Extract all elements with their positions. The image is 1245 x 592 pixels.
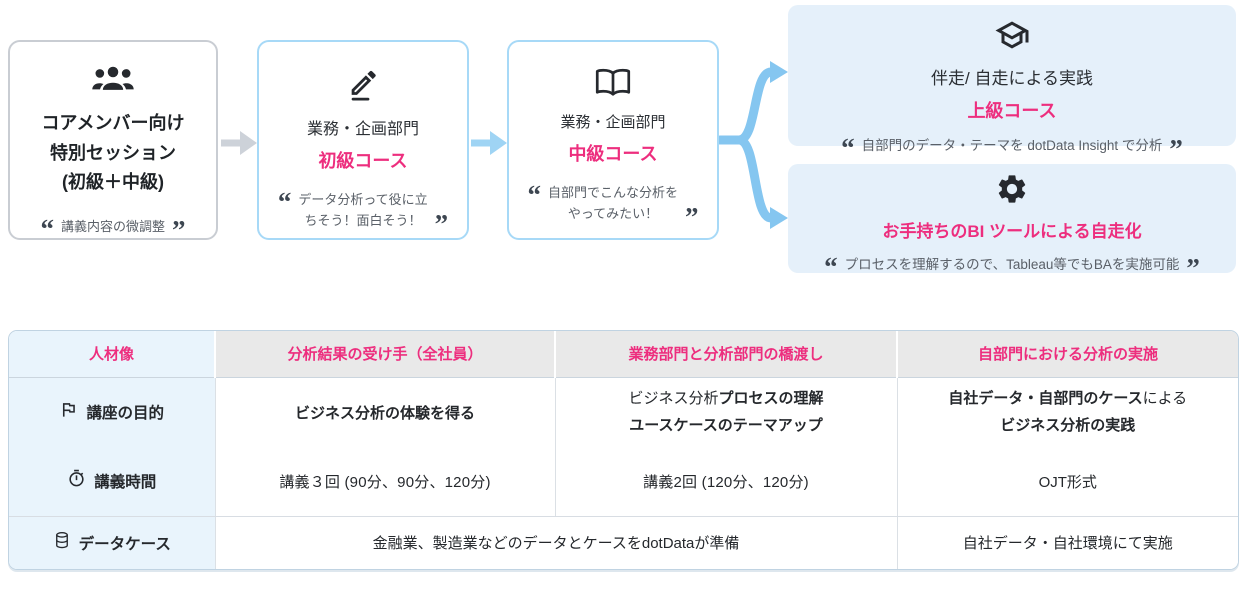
bi-tool-quote: “ プロセスを理解するので、Tableau等でもBAを実施可能 ”: [824, 252, 1200, 284]
cell-receiver-goal: ビジネス分析の体験を得る: [214, 377, 555, 447]
intermediate-course-box: 業務・企画部門 中級コース “ 自部門でこんな分析を やってみたい！ ”: [507, 40, 719, 240]
people-group-icon: [90, 64, 136, 101]
course-flow-diagram: コアメンバー向け 特別セッション (初級＋中級) “ 講義内容の微調整 ” 業務…: [8, 5, 1236, 284]
cell-bridge-goal: ビジネス分析プロセスの理解 ユースケースのテーマアップ: [554, 377, 897, 447]
cell-datacase-provided: 金融業、製造業などのデータとケースをdotDataが準備: [214, 516, 897, 569]
open-book-icon: [594, 68, 632, 103]
arrow-right-blue-icon: [471, 130, 507, 161]
timer-icon: [67, 469, 86, 493]
open-quote-icon: “: [841, 133, 855, 163]
advanced-course-label: 上級コース: [967, 101, 1057, 121]
core-session-title: コアメンバー向け 特別セッション (初級＋中級): [41, 113, 185, 193]
close-quote-icon: ”: [434, 209, 449, 240]
graduation-cap-icon: [994, 17, 1030, 58]
arrow-right-gray-icon: [221, 130, 257, 161]
row-label-time: 講義時間: [9, 469, 215, 493]
advanced-course-box: 伴走/ 自走による実践 上級コース “ 自部門のデータ・テーマを dotData…: [788, 5, 1236, 163]
cell-receiver-time: 講義３回 (90分、90分、120分): [214, 447, 555, 517]
database-icon: [53, 531, 71, 555]
advanced-quote: “ 自部門のデータ・テーマを dotData Insight で分析 ”: [841, 133, 1183, 165]
table-header-row: 人材像 分析結果の受け手（全社員） 業務部門と分析部門の橋渡し 自部門における分…: [9, 331, 1238, 378]
open-quote-icon: “: [277, 187, 292, 217]
close-quote-icon: ”: [1186, 253, 1200, 284]
beginner-course-box: 業務・企画部門 初級コース “ データ分析って役に立 ちそう！面白そう！ ”: [257, 40, 469, 240]
row-label-purpose: 講座の目的: [9, 400, 215, 424]
intermediate-course-label: 中級コース: [568, 144, 658, 164]
cell-self-goal: 自社データ・自部門のケースによる ビジネス分析の実践: [896, 377, 1238, 447]
close-quote-icon: ”: [685, 202, 699, 233]
intermediate-dept-label: 業務・企画部門: [560, 114, 666, 131]
core-session-box: コアメンバー向け 特別セッション (初級＋中級) “ 講義内容の微調整 ”: [8, 40, 218, 245]
beginner-quote: “ データ分析って役に立 ちそう！面白そう！ ”: [277, 187, 449, 240]
intermediate-quote: “ 自部門でこんな分析を やってみたい！ ”: [527, 180, 699, 233]
bi-tool-title: お手持ちのBI ツールによる自走化: [882, 222, 1142, 241]
advanced-title: 伴走/ 自走による実践: [931, 69, 1093, 88]
table-row-purpose: 講座の目的 ビジネス分析の体験を得る ビジネス分析プロセスの理解 ユースケースの…: [9, 377, 1238, 447]
close-quote-icon: ”: [1169, 134, 1183, 165]
core-session-quote: “ 講義内容の微調整 ”: [40, 214, 186, 245]
open-quote-icon: “: [824, 252, 838, 282]
header-receiver: 分析結果の受け手（全社員）: [214, 331, 555, 378]
open-quote-icon: “: [40, 214, 54, 245]
pencil-icon: [346, 68, 380, 107]
row-label-datacase: データケース: [9, 531, 215, 555]
beginner-course-label: 初級コース: [318, 151, 408, 171]
table-row-time: 講義時間 講義３回 (90分、90分、120分) 講義2回 (120分、120分…: [9, 447, 1238, 517]
gear-icon: [995, 172, 1029, 211]
cell-self-time: OJT形式: [896, 447, 1238, 517]
table-row-datacase: データケース 金融業、製造業などのデータとケースをdotDataが準備 自社デー…: [9, 516, 1238, 569]
course-comparison-table: 人材像 分析結果の受け手（全社員） 業務部門と分析部門の橋渡し 自部門における分…: [8, 330, 1239, 570]
flag-icon: [59, 400, 78, 424]
header-persona: 人材像: [9, 331, 215, 378]
close-quote-icon: ”: [172, 214, 186, 245]
cell-datacase-self: 自社データ・自社環境にて実施: [896, 516, 1238, 569]
beginner-dept-label: 業務・企画部門: [306, 121, 419, 138]
cell-bridge-time: 講義2回 (120分、120分): [554, 447, 897, 517]
header-bridge: 業務部門と分析部門の橋渡し: [554, 331, 897, 378]
bi-tool-box: お手持ちのBI ツールによる自走化 “ プロセスを理解するので、Tableau等…: [788, 164, 1236, 284]
header-self-analysis: 自部門における分析の実施: [896, 331, 1238, 378]
open-quote-icon: “: [527, 180, 541, 210]
fork-arrow-icon: [715, 40, 789, 245]
